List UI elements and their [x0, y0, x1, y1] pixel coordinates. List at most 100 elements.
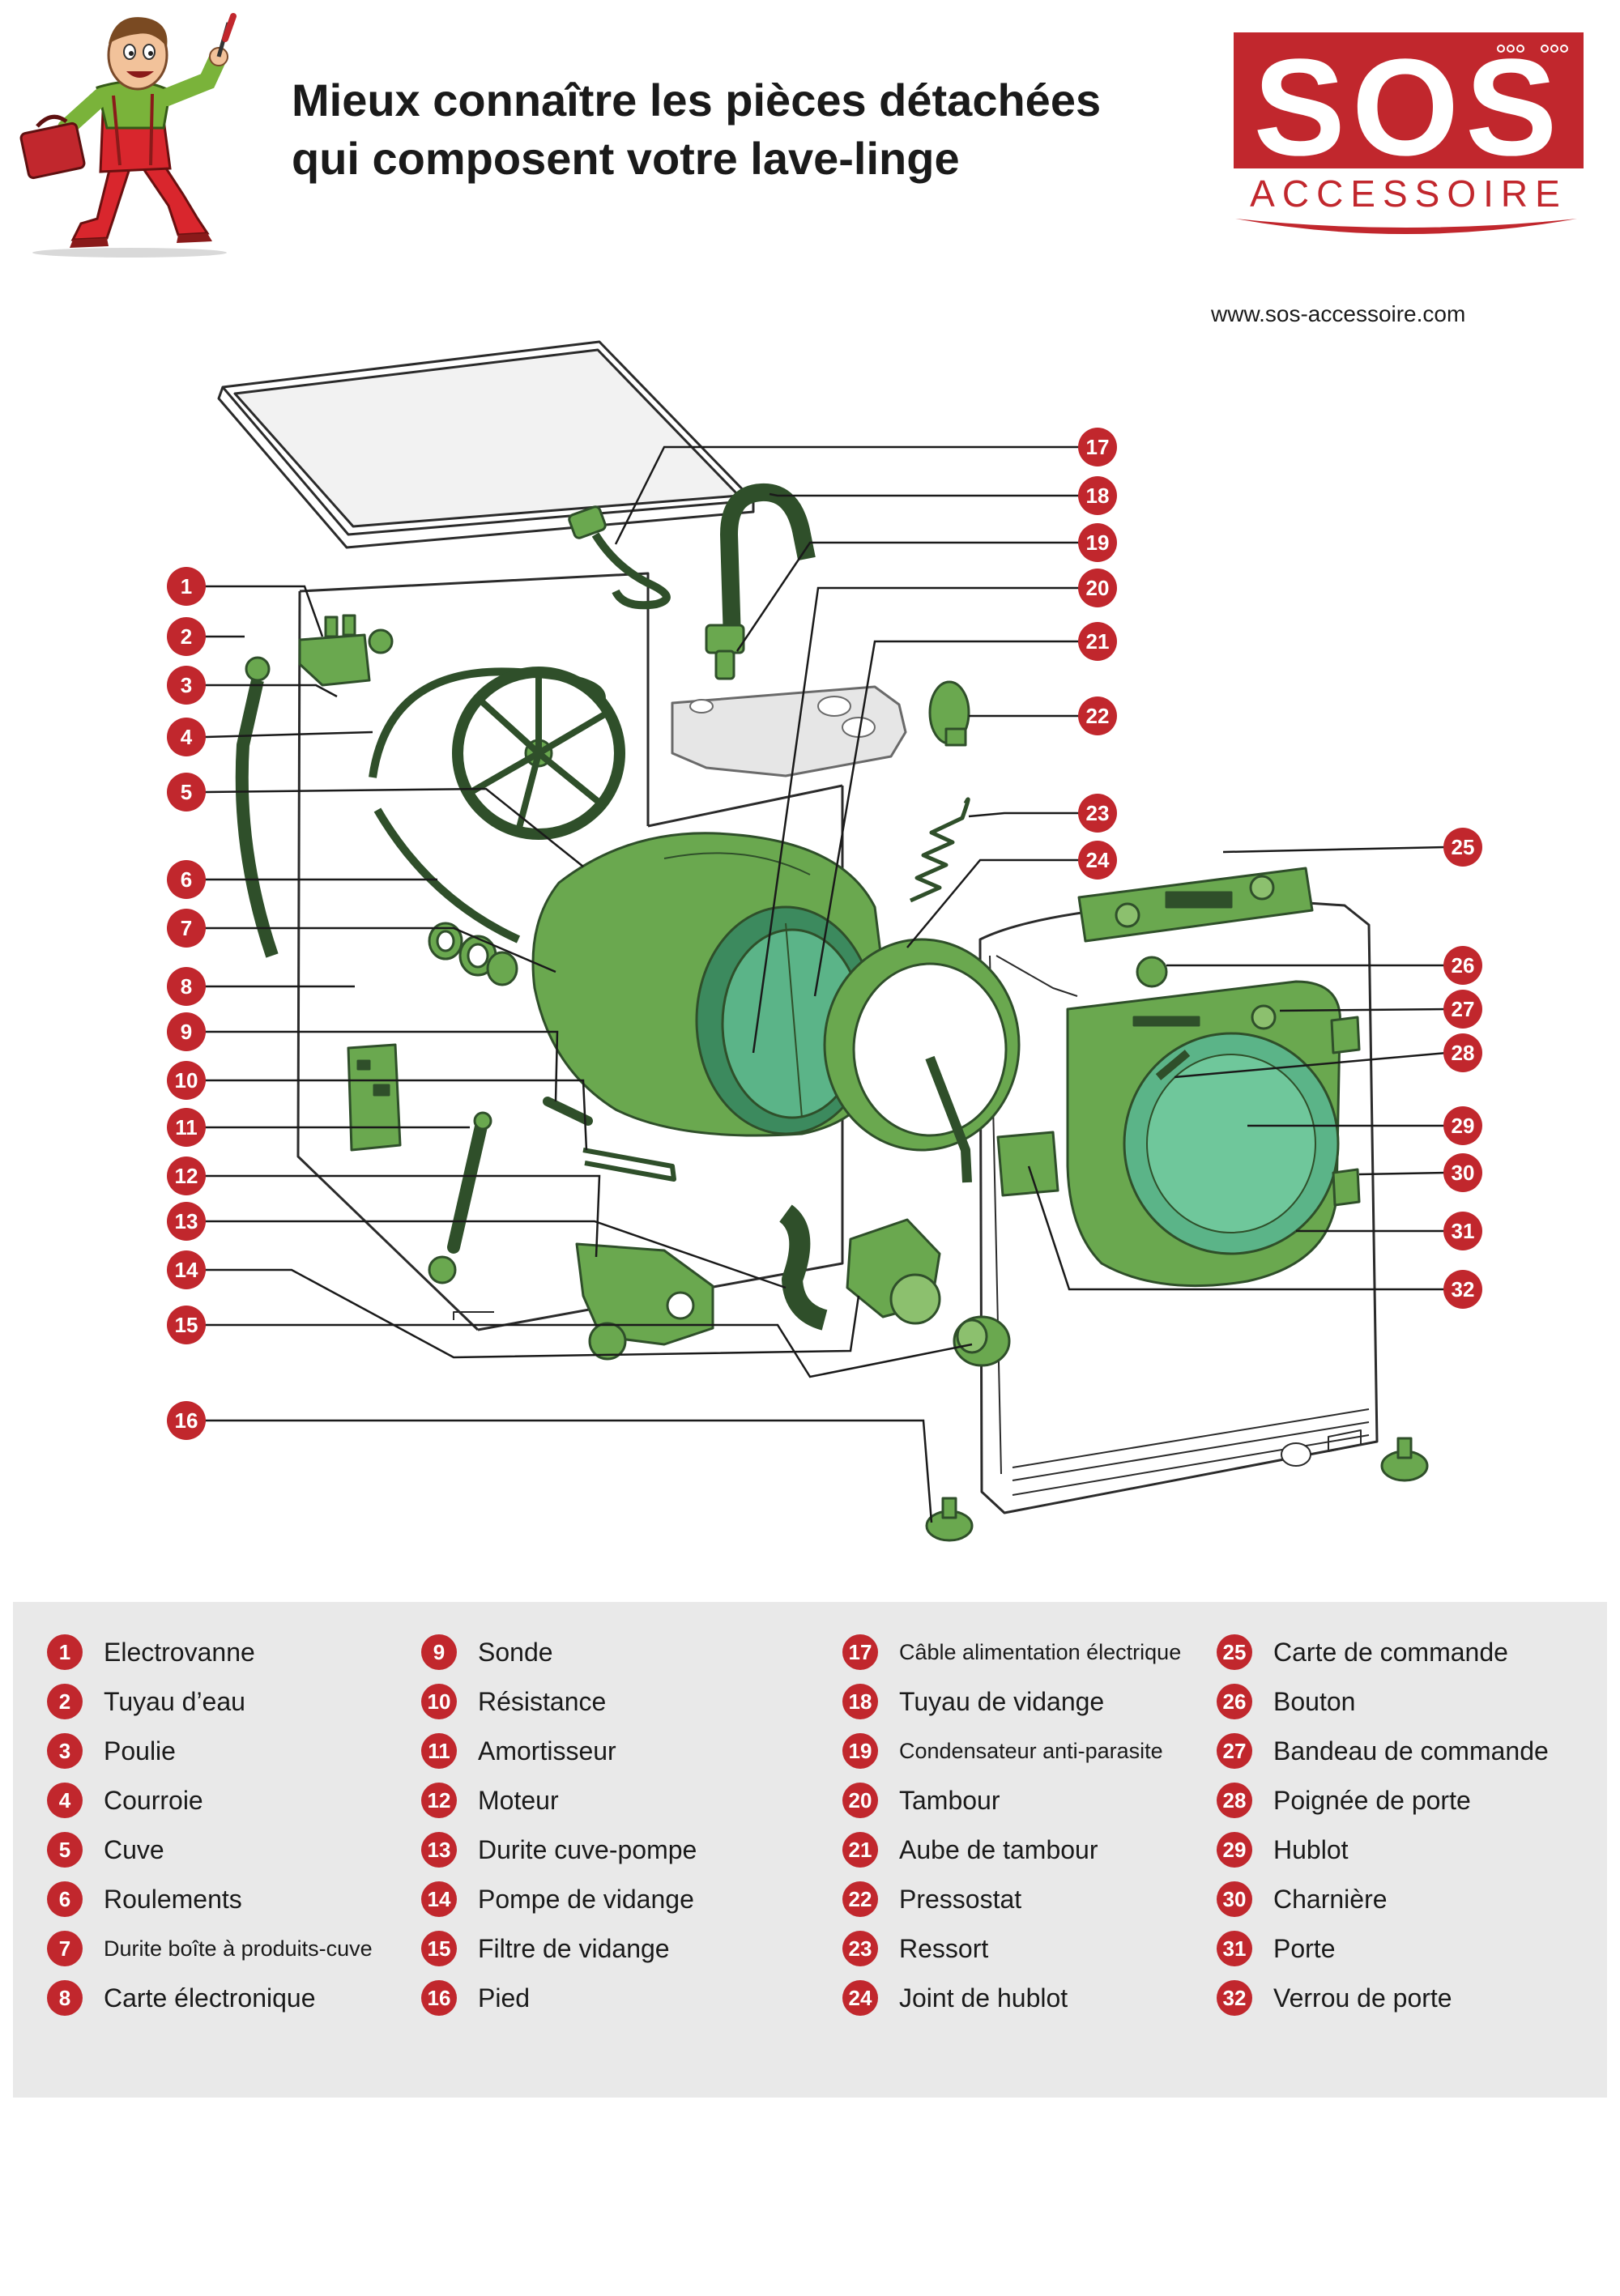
callout-badge-22: 22	[1078, 696, 1117, 735]
callout-line-17	[614, 445, 1081, 545]
legend-label: Pied	[478, 1983, 531, 2013]
callout-number: 9	[181, 1020, 192, 1044]
callout-badge-5: 5	[167, 773, 206, 811]
callout-number: 28	[1452, 1041, 1475, 1065]
callout-number: 26	[1452, 953, 1475, 978]
legend-label: Charnière	[1273, 1884, 1388, 1914]
callout-number: 19	[1086, 530, 1110, 555]
logo-accessoire-text: ACCESSOIRE	[1250, 173, 1567, 215]
callout-badge-14: 14	[167, 1250, 206, 1289]
bearings-part	[428, 922, 518, 986]
callout-number: 7	[181, 916, 192, 940]
callout-line-18	[769, 492, 1081, 497]
callout-number: 6	[181, 867, 192, 892]
power-cable-part	[568, 505, 671, 610]
callout-number: 16	[175, 1408, 198, 1433]
legend-number-badge: 28	[1217, 1783, 1252, 1818]
callout-line-19	[735, 541, 1081, 652]
legend-label: Amortisseur	[478, 1736, 616, 1766]
callout-line-14	[204, 1268, 860, 1359]
legend-label: Courroie	[104, 1785, 203, 1815]
drain-pump-part	[846, 1218, 941, 1325]
callout-number: 29	[1452, 1114, 1475, 1138]
callout-line-10	[204, 1079, 588, 1151]
heater-part	[582, 1148, 676, 1182]
legend-label: Verrou de porte	[1273, 1983, 1452, 2013]
legend-label: Cuve	[104, 1834, 164, 1864]
legend-label: Tambour	[899, 1785, 1000, 1815]
callout-line-28	[1174, 1051, 1447, 1079]
valve-part	[298, 614, 394, 687]
legend-number-badge: 18	[842, 1684, 878, 1719]
callout-line-20	[752, 586, 1081, 1054]
legend-label: Electrovanne	[104, 1637, 255, 1667]
callout-number: 11	[175, 1115, 198, 1139]
legend-number-badge: 9	[421, 1634, 457, 1670]
exploded-washing-machine-diagram: 1234567891011121314151617181920212223242…	[167, 340, 1482, 1542]
callout-line-12	[204, 1174, 601, 1258]
callout-badge-7: 7	[167, 909, 206, 948]
callout-line-16	[204, 1419, 933, 1523]
legend-number-badge: 4	[47, 1783, 83, 1818]
legend-label: Bandeau de commande	[1273, 1736, 1549, 1766]
callout-line-21	[813, 640, 1081, 997]
door-lever-part	[925, 1055, 972, 1183]
suppressor-part	[705, 624, 745, 680]
callout-number: 12	[175, 1164, 198, 1188]
legend-number-badge: 7	[47, 1931, 83, 1966]
callout-badge-6: 6	[167, 860, 206, 899]
legend-label: Résistance	[478, 1686, 607, 1716]
legend-number-badge: 24	[842, 1980, 878, 2016]
legend-label: Condensateur anti-parasite	[899, 1738, 1163, 1763]
legend-item-31: 31 Porte	[1217, 1929, 1335, 1968]
logo-swoosh-icon	[1235, 219, 1577, 234]
legend-number-badge: 31	[1217, 1931, 1252, 1966]
callout-number: 22	[1086, 704, 1110, 728]
legend-label: Porte	[1273, 1933, 1336, 1963]
legend-label: Câble alimentation électrique	[899, 1639, 1182, 1664]
legend-label: Poignée de porte	[1273, 1785, 1471, 1815]
callout-number: 20	[1086, 576, 1110, 600]
callout-number: 15	[175, 1313, 198, 1337]
pressure-switch-part	[928, 680, 970, 747]
sensor-part	[543, 1097, 593, 1126]
callout-badge-29: 29	[1443, 1106, 1482, 1145]
door-lock-part	[996, 1131, 1059, 1197]
title-line-2: qui composent votre lave-linge	[292, 133, 960, 184]
legend-number-badge: 10	[421, 1684, 457, 1719]
callout-number: 30	[1452, 1161, 1475, 1185]
callout-number: 2	[181, 624, 192, 649]
legend-number-badge: 8	[47, 1980, 83, 2016]
callout-badge-2: 2	[167, 617, 206, 656]
legend-label: Ressort	[899, 1933, 989, 1963]
logo-dots-icon	[1497, 45, 1568, 53]
callout-line-1	[204, 585, 324, 637]
callout-badge-11: 11	[167, 1108, 206, 1147]
callout-number: 13	[175, 1209, 198, 1233]
spring-part	[909, 797, 970, 903]
door-and-fascia-part	[1066, 980, 1361, 1288]
callout-badge-1: 1	[167, 567, 206, 606]
callout-badge-28: 28	[1443, 1033, 1482, 1072]
legend-number-badge: 2	[47, 1684, 83, 1719]
website-url[interactable]: www.sos-accessoire.com	[1211, 301, 1466, 326]
drain-filter-part	[953, 1315, 1011, 1367]
callout-badge-9: 9	[167, 1012, 206, 1051]
knob-part	[1136, 956, 1168, 988]
